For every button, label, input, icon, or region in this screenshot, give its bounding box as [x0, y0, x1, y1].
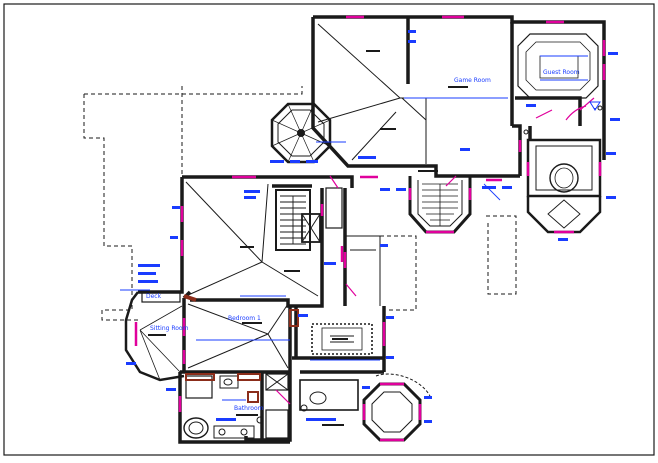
windows [134, 15, 606, 442]
annotation-marks [126, 30, 620, 423]
label-sitting-room: Sitting Room [150, 325, 189, 332]
sheet-border [3, 3, 655, 456]
guest-room-furniture [517, 33, 599, 99]
label-bathroom: Bathroom [234, 405, 264, 412]
guest-bath-tower [526, 138, 602, 234]
plumbing-marks [256, 105, 603, 424]
bathroom-fixtures [183, 375, 255, 439]
micro-labels [148, 50, 468, 426]
closet-center [301, 187, 343, 243]
stair-left [275, 189, 311, 251]
fixtures-center [265, 323, 373, 439]
annotation-lines [120, 55, 588, 401]
label-deck: Deck [146, 293, 162, 300]
room-labels: Game Room Guest Room Bedroom 1 Sitting R… [146, 69, 580, 412]
door-frames [185, 309, 299, 403]
walls [138, 15, 606, 444]
label-game-room: Game Room [454, 77, 491, 84]
stair-tower-middle [408, 176, 472, 234]
label-guest-room: Guest Room [543, 69, 580, 76]
triangle-marker-icon [589, 101, 601, 111]
sitting-room-octagon [124, 291, 197, 382]
tower-octagon-upper [270, 102, 332, 164]
door-swings [275, 97, 595, 405]
label-bedroom-1: Bedroom 1 [228, 315, 261, 322]
